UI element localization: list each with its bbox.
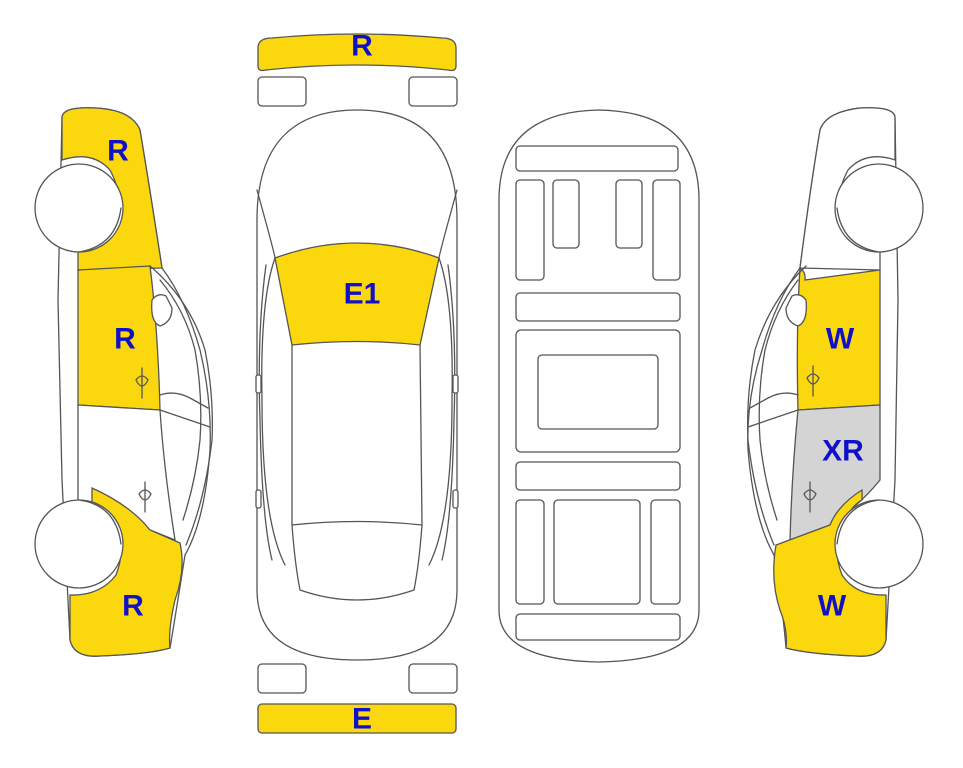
front-bumper-label: E xyxy=(352,703,372,736)
right-side-view: W XR W xyxy=(746,107,924,657)
top-view: R E1 E xyxy=(255,30,459,736)
left-front-fender-label: R xyxy=(122,590,144,623)
rear-left-light xyxy=(257,76,307,107)
right-rear-door-label: W xyxy=(826,323,855,356)
left-rear-fender-label: R xyxy=(107,135,129,168)
front-right-light xyxy=(408,663,458,694)
left-rear-fender[interactable] xyxy=(61,107,163,271)
rear-right-light xyxy=(408,76,458,107)
underbody-view xyxy=(498,109,700,663)
windshield-label: E1 xyxy=(344,278,381,311)
rear-bumper[interactable] xyxy=(257,33,457,72)
front-bumper[interactable] xyxy=(257,703,457,734)
left-rear-door-label: R xyxy=(114,323,136,356)
right-front-fender-label: W xyxy=(818,590,847,623)
front-left-light xyxy=(257,663,307,694)
right-front-door-label: XR xyxy=(822,435,864,468)
left-side-view: R R R xyxy=(34,107,214,657)
rear-bumper-label: R xyxy=(351,30,373,63)
